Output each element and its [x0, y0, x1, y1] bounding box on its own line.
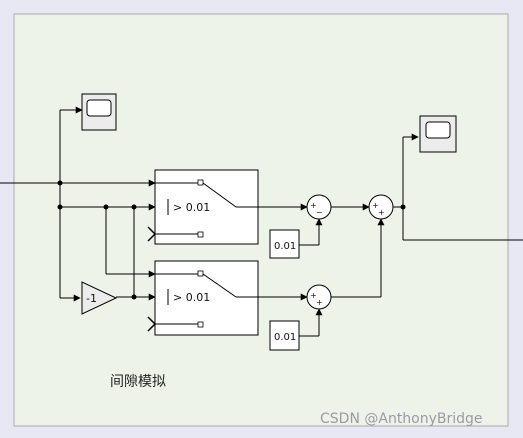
- constant-block-bottom[interactable]: [269, 320, 300, 351]
- switch-block-top[interactable]: [147, 169, 259, 245]
- gain-block[interactable]: [81, 281, 118, 315]
- sum-bottom-sign-b: +: [316, 298, 323, 307]
- gain-value: -1: [86, 292, 97, 305]
- switch-bottom-threshold: > 0.01: [173, 291, 210, 304]
- subsystem-label: 间隙模拟: [110, 374, 166, 390]
- junction-dots: [57, 180, 406, 300]
- constant-bottom-value: 0.01: [274, 332, 296, 343]
- sum-block-right[interactable]: [368, 194, 394, 220]
- sum-block-top[interactable]: [306, 194, 332, 220]
- subsystem-panel: [13, 13, 509, 427]
- scope-icon[interactable]: [81, 93, 117, 131]
- constant-block-top[interactable]: [269, 229, 300, 259]
- sum-top-sign-a: +: [310, 201, 317, 210]
- constant-top-value: 0.01: [274, 241, 296, 252]
- sum-right-sign-a: +: [372, 201, 379, 210]
- sum-top-sign-b: −: [316, 208, 323, 217]
- switch-block-bottom[interactable]: [147, 260, 259, 336]
- scope-icon[interactable]: [419, 115, 457, 153]
- watermark: CSDN @AnthonyBridge: [320, 411, 483, 427]
- sum-block-bottom[interactable]: [306, 284, 332, 310]
- sum-bottom-sign-a: +: [310, 291, 317, 300]
- switch-top-threshold: > 0.01: [173, 201, 210, 214]
- sum-right-sign-b: +: [378, 208, 385, 217]
